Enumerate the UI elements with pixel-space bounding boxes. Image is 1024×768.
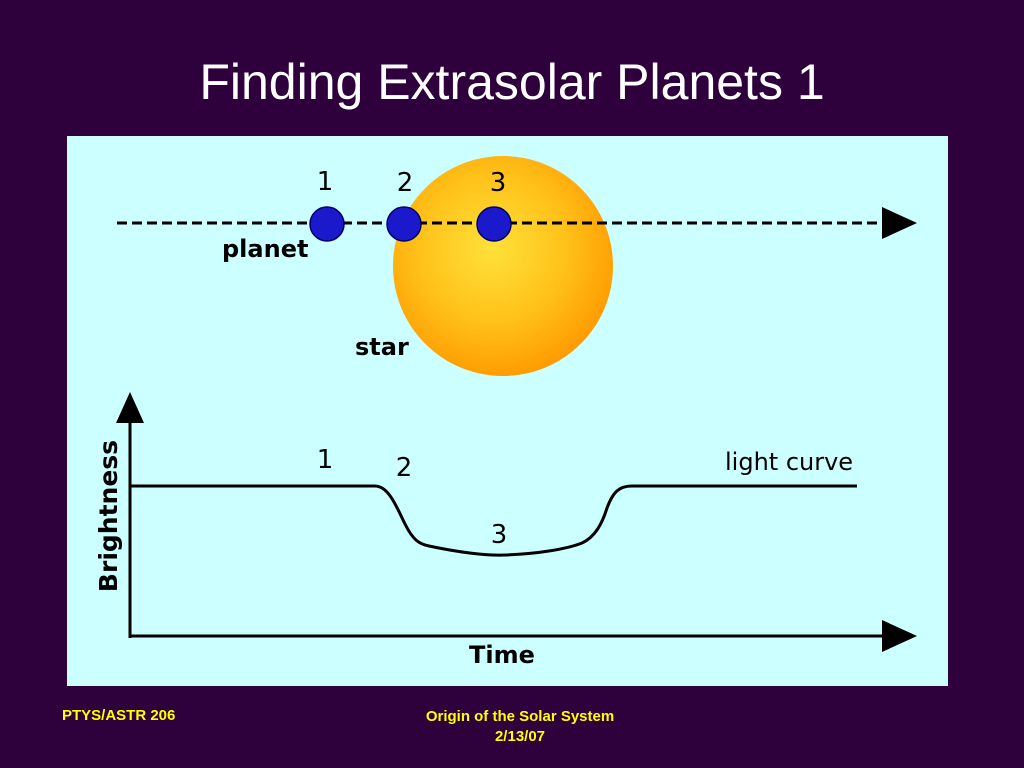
light-curve <box>130 484 857 557</box>
brightness-axis-arrowhead <box>116 392 144 423</box>
footer-topic: Origin of the Solar System <box>425 708 615 725</box>
transit-diagram-svg: 1 2 3 planet star 1 2 3 light curve Brig… <box>94 156 917 669</box>
planet-label: planet <box>222 235 308 263</box>
position-label-2: 2 <box>397 168 414 198</box>
star <box>393 156 613 376</box>
curve-point-label-1: 1 <box>317 445 334 475</box>
time-axis-label: Time <box>469 641 535 669</box>
brightness-axis-label: Brightness <box>94 440 123 592</box>
planet-position-3 <box>476 206 512 242</box>
slide-title: Finding Extrasolar Planets 1 <box>199 54 825 110</box>
footer-center: Origin of the Solar System 2/13/07 <box>362 707 678 747</box>
position-label-3: 3 <box>490 168 507 198</box>
position-label-1: 1 <box>317 167 334 197</box>
curve-point-label-3: 3 <box>491 520 508 550</box>
orbit-arrowhead <box>882 207 917 239</box>
footer-date: 2/13/07 <box>494 728 546 745</box>
planet-position-2 <box>386 206 422 242</box>
planet-position-1 <box>309 206 345 242</box>
curve-point-label-2: 2 <box>396 453 413 483</box>
light-curve-label: light curve <box>725 448 853 476</box>
star-label: star <box>355 333 409 361</box>
footer-course: PTYS/ASTR 206 <box>62 707 176 724</box>
time-axis-arrowhead <box>882 620 917 652</box>
transit-diagram: 1 2 3 planet star 1 2 3 light curve Brig… <box>67 136 948 686</box>
